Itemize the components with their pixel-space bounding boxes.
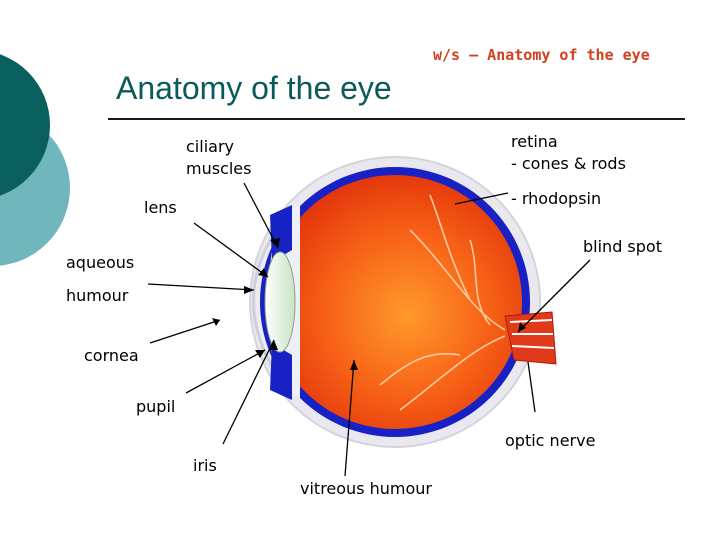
optic-nerve-fibers [509,319,555,349]
iris-lower [270,343,292,400]
label-cornea: cornea [84,346,139,365]
label-ciliary-muscles-line2: muscles [186,159,252,178]
eyeball-interior [268,175,522,429]
label-ciliary-muscles-line1: ciliary [186,137,234,156]
label-aqueous-humour-line2: humour [66,286,129,305]
iris-upper [270,205,292,262]
label-vitreous-humour: vitreous humour [300,479,432,498]
label-pupil: pupil [136,397,176,416]
label-optic-nerve: optic nerve [505,431,596,450]
label-retina-line1: retina [511,132,558,151]
slide-title: Anatomy of the eye [116,70,392,106]
lens-shape [264,251,296,353]
label-iris: iris [193,456,217,475]
pointer-lines [147,182,591,477]
label-aqueous-humour-line1: aqueous [66,253,135,272]
slide-subtitle: w/s – Anatomy of the eye [433,46,650,64]
pointer-arrowheads [212,238,526,370]
label-blind-spot: blind spot [583,237,662,256]
label-lens: lens [144,198,177,217]
label-rhodopsin: - rhodopsin [511,189,602,208]
blood-vessels [379,194,506,411]
label-retina-line2: - cones & rods [511,154,626,173]
decor-circle-dark [0,54,50,196]
title-divider [108,118,685,120]
